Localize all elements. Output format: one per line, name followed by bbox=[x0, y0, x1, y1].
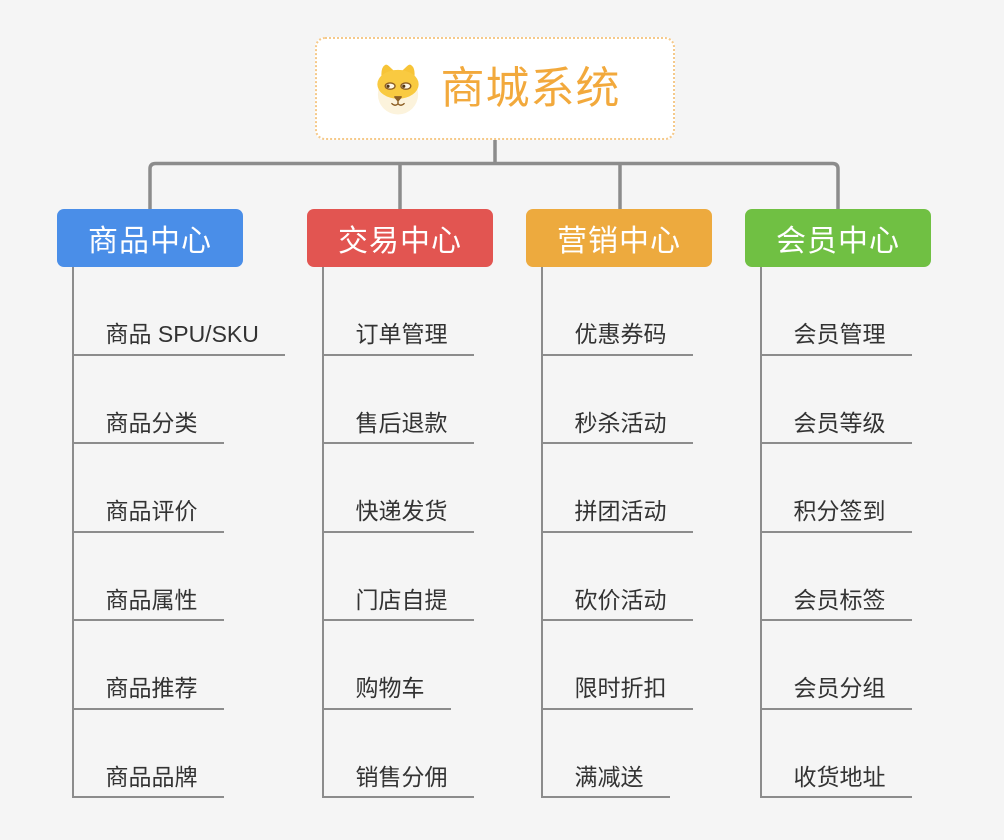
leaf-node[interactable]: 商品 SPU/SKU bbox=[73, 267, 285, 356]
leaf-node[interactable]: 会员分组 bbox=[761, 621, 912, 710]
branch-header-product-center[interactable]: 商品中心 bbox=[57, 209, 243, 267]
leaf-node[interactable]: 满减送 bbox=[542, 710, 670, 798]
root-node[interactable]: 商城系统 bbox=[315, 37, 675, 140]
leaf-node[interactable]: 优惠券码 bbox=[542, 267, 693, 356]
branch-children-list: 商品 SPU/SKU 商品分类 商品评价 商品属性 商品推荐 商品品牌 bbox=[71, 267, 285, 798]
leaf-node[interactable]: 限时折扣 bbox=[542, 621, 693, 710]
branch-product-center: 商品中心 商品 SPU/SKU 商品分类 商品评价 商品属性 商品推荐 商品品牌 bbox=[57, 209, 285, 798]
dog-face-icon bbox=[376, 64, 419, 114]
branch-header-trade-center[interactable]: 交易中心 bbox=[307, 209, 493, 267]
leaf-node[interactable]: 砍价活动 bbox=[542, 533, 693, 621]
leaf-node[interactable]: 秒杀活动 bbox=[542, 356, 693, 444]
branch-marketing-center: 营销中心 优惠券码 秒杀活动 拼团活动 砍价活动 限时折扣 满减送 bbox=[526, 209, 712, 798]
leaf-node[interactable]: 商品属性 bbox=[73, 533, 224, 621]
root-title: 商城系统 bbox=[440, 63, 621, 113]
leaf-node[interactable]: 商品推荐 bbox=[73, 621, 224, 710]
leaf-node[interactable]: 会员等级 bbox=[761, 356, 912, 444]
leaf-node[interactable]: 会员标签 bbox=[761, 533, 912, 621]
branch-children-list: 订单管理 售后退款 快递发货 门店自提 购物车 销售分佣 bbox=[321, 267, 474, 798]
leaf-node[interactable]: 商品评价 bbox=[73, 444, 224, 533]
leaf-node[interactable]: 会员管理 bbox=[761, 267, 912, 356]
leaf-node[interactable]: 商品品牌 bbox=[73, 710, 224, 798]
branch-trade-center: 交易中心 订单管理 售后退款 快递发货 门店自提 购物车 销售分佣 bbox=[307, 209, 493, 798]
leaf-node[interactable]: 商品分类 bbox=[73, 356, 224, 444]
leaf-node[interactable]: 购物车 bbox=[323, 621, 451, 710]
leaf-node[interactable]: 订单管理 bbox=[323, 267, 474, 356]
leaf-node[interactable]: 售后退款 bbox=[323, 356, 474, 444]
connector-lines bbox=[148, 139, 840, 210]
branch-header-marketing-center[interactable]: 营销中心 bbox=[526, 209, 712, 267]
branch-children-list: 会员管理 会员等级 积分签到 会员标签 会员分组 收货地址 bbox=[759, 267, 912, 798]
leaf-node[interactable]: 拼团活动 bbox=[542, 444, 693, 533]
leaf-node[interactable]: 销售分佣 bbox=[323, 710, 474, 798]
branch-children-list: 优惠券码 秒杀活动 拼团活动 砍价活动 限时折扣 满减送 bbox=[540, 267, 693, 798]
branch-header-member-center[interactable]: 会员中心 bbox=[745, 209, 931, 267]
leaf-node[interactable]: 门店自提 bbox=[323, 533, 474, 621]
leaf-node[interactable]: 收货地址 bbox=[761, 710, 912, 798]
branch-rail-line bbox=[148, 161, 840, 210]
branch-member-center: 会员中心 会员管理 会员等级 积分签到 会员标签 会员分组 收货地址 bbox=[745, 209, 931, 798]
leaf-node[interactable]: 快递发货 bbox=[323, 444, 474, 533]
leaf-node[interactable]: 积分签到 bbox=[761, 444, 912, 533]
